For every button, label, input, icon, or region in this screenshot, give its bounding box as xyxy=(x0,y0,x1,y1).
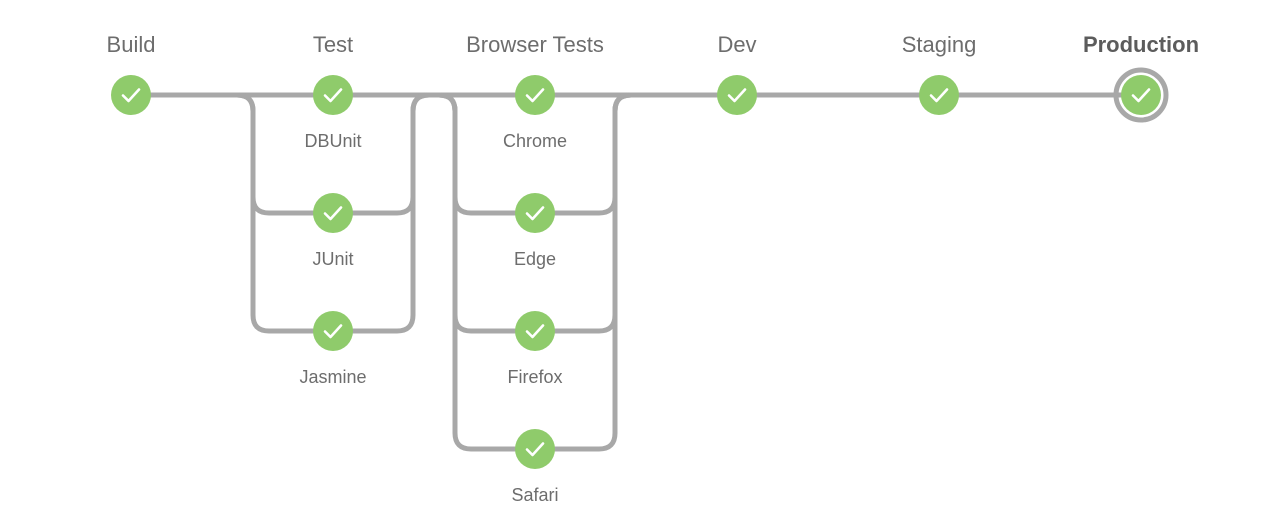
status-success-circle xyxy=(515,429,555,469)
stage-dev-node[interactable] xyxy=(717,75,757,115)
branch-label-jasmine: Jasmine xyxy=(299,367,366,387)
check-icon xyxy=(525,324,545,339)
branch-firefox-node[interactable] xyxy=(515,311,555,351)
branch-jasmine-node[interactable] xyxy=(313,311,353,351)
branch-connector-out xyxy=(333,92,430,334)
branch-junit-node[interactable] xyxy=(313,193,353,233)
branch-label-junit: JUnit xyxy=(312,249,353,269)
status-success-circle xyxy=(717,75,757,115)
stage-label-browser-tests: Browser Tests xyxy=(466,32,604,57)
stage-build-node[interactable] xyxy=(111,75,151,115)
check-icon xyxy=(121,88,141,103)
status-success-circle xyxy=(515,75,555,115)
stage-label-dev: Dev xyxy=(717,32,756,57)
check-icon xyxy=(929,88,949,103)
branch-label-dbunit: DBUnit xyxy=(304,131,361,151)
status-success-circle xyxy=(313,193,353,233)
stage-production-node[interactable] xyxy=(1113,67,1169,123)
check-icon xyxy=(525,442,545,457)
status-success-circle xyxy=(515,311,555,351)
check-icon xyxy=(323,88,343,103)
branch-edge-node[interactable] xyxy=(515,193,555,233)
current-stage-ring xyxy=(1113,67,1169,123)
check-icon xyxy=(525,206,545,221)
branch-label-firefox: Firefox xyxy=(507,367,562,387)
check-icon xyxy=(1131,88,1151,103)
branch-connector-in xyxy=(438,92,535,452)
branch-label-chrome: Chrome xyxy=(503,131,567,151)
status-success-circle xyxy=(919,75,959,115)
status-success-circle xyxy=(1121,75,1161,115)
branch-label-safari: Safari xyxy=(511,485,558,505)
connectors xyxy=(131,92,1141,452)
check-icon xyxy=(727,88,747,103)
stage-label-test: Test xyxy=(313,32,353,57)
check-icon xyxy=(323,206,343,221)
stage-label-staging: Staging xyxy=(902,32,977,57)
status-success-circle xyxy=(313,311,353,351)
branch-connector-out xyxy=(535,92,632,452)
branch-dbunit-node[interactable] xyxy=(313,75,353,115)
stage-label-build: Build xyxy=(107,32,156,57)
branch-chrome-node[interactable] xyxy=(515,75,555,115)
nodes xyxy=(111,67,1169,469)
stage-staging-node[interactable] xyxy=(919,75,959,115)
stage-label-production: Production xyxy=(1083,32,1199,57)
status-success-circle xyxy=(313,75,353,115)
branch-connector-in xyxy=(236,92,333,334)
branch-label-edge: Edge xyxy=(514,249,556,269)
check-icon xyxy=(323,324,343,339)
status-success-circle xyxy=(515,193,555,233)
status-success-circle xyxy=(111,75,151,115)
branch-safari-node[interactable] xyxy=(515,429,555,469)
check-icon xyxy=(525,88,545,103)
